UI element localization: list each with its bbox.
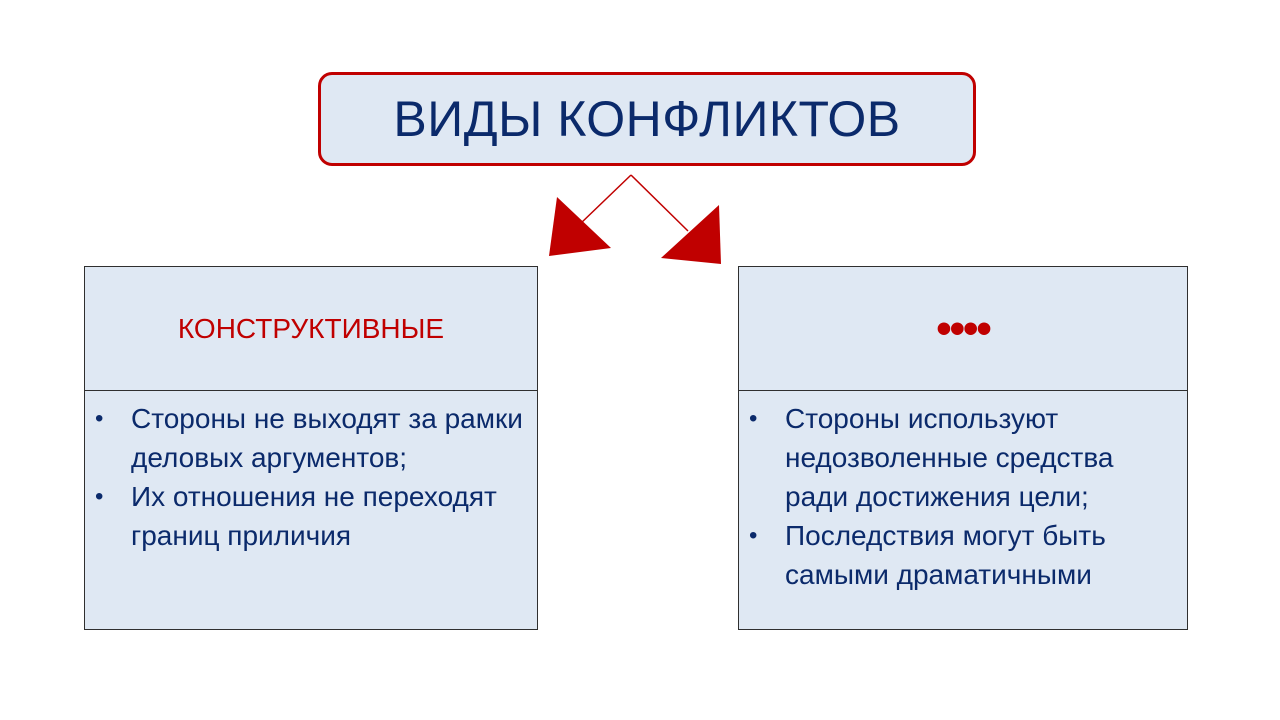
- constructive-card-header: КОНСТРУКТИВНЫЕ: [85, 267, 537, 391]
- destructive-card-header: ••••: [739, 267, 1187, 391]
- bullet-icon: •: [95, 405, 104, 432]
- diagram-title: ВИДЫ КОНФЛИКТОВ: [318, 72, 976, 166]
- constructive-bullet-list: • Стороны не выходят за рамки деловых ар…: [85, 391, 537, 555]
- bullet-text: Стороны не выходят за рамки деловых аргу…: [131, 403, 523, 473]
- constructive-heading: КОНСТРУКТИВНЫЕ: [177, 312, 445, 344]
- destructive-card: •••• • Стороны используют недозволенные …: [738, 266, 1188, 630]
- bullet-icon: •: [749, 405, 758, 432]
- bullet-icon: •: [749, 522, 758, 549]
- diagram-title-text: ВИДЫ КОНФЛИКТОВ: [393, 91, 901, 147]
- constructive-card: КОНСТРУКТИВНЫЕ • Стороны не выходят за р…: [84, 266, 538, 630]
- arrow-left-line: [579, 174, 632, 225]
- placeholder-dots: ••••: [936, 303, 992, 353]
- arrow-left-head: [549, 197, 611, 256]
- bullet-icon: •: [95, 483, 104, 510]
- bullet-text: Стороны используют недозволенные средств…: [785, 403, 1114, 512]
- list-item: • Стороны используют недозволенные средс…: [739, 399, 1177, 516]
- list-item: • Их отношения не переходят границ прили…: [85, 477, 527, 555]
- list-item: • Последствия могут быть самыми драматич…: [739, 516, 1177, 594]
- list-item: • Стороны не выходят за рамки деловых ар…: [85, 399, 527, 477]
- destructive-bullet-list: • Стороны используют недозволенные средс…: [739, 391, 1187, 594]
- arrow-right-head: [661, 205, 721, 264]
- bullet-text: Их отношения не переходят границ приличи…: [131, 481, 497, 551]
- bullet-text: Последствия могут быть самыми драматичны…: [785, 520, 1106, 590]
- arrow-right-line: [630, 174, 689, 232]
